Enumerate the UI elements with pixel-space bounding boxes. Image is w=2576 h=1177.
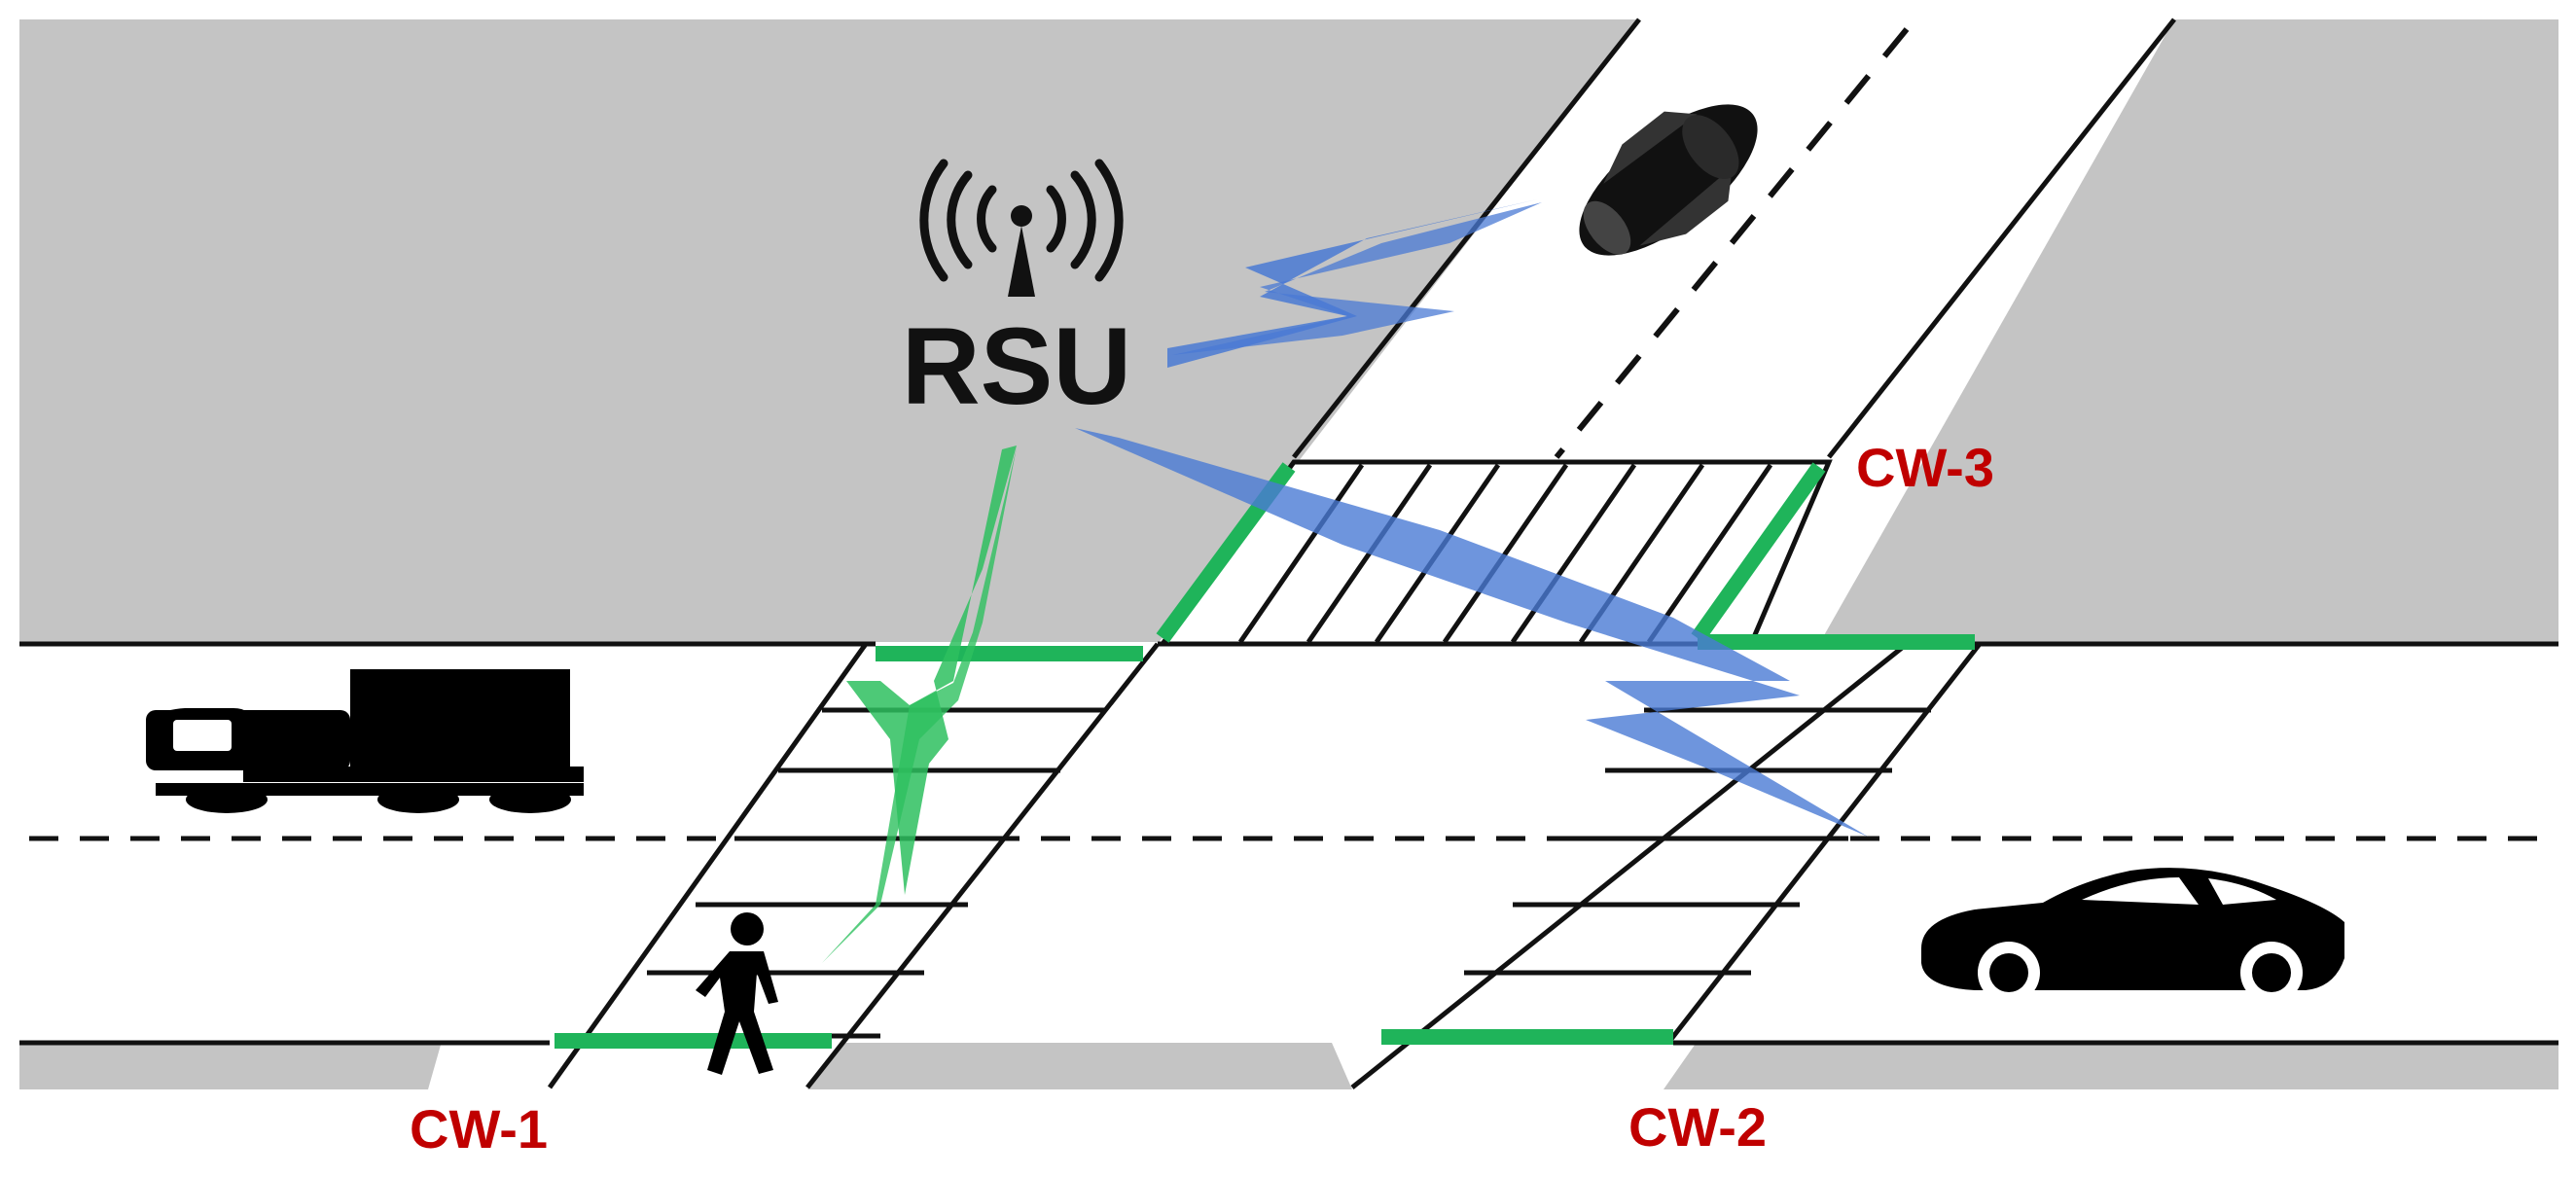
pedestrian-icon: [696, 912, 778, 1075]
zone-highlights: [555, 462, 1975, 1049]
rsu-label: RSU: [902, 305, 1131, 427]
ground-bottom-strip: [19, 1041, 2558, 1089]
antenna-icon: [919, 159, 1124, 297]
crossing-area-left: [428, 644, 1158, 1089]
sports-car-icon: [1921, 868, 2344, 1004]
cw3-label: CW-3: [1856, 437, 1994, 498]
v2p-signal-pedestrian-2: [822, 447, 1017, 963]
truck-icon: [146, 669, 584, 813]
v2v-signal-car-2: [1172, 202, 1542, 355]
car-icon: [1579, 104, 1758, 256]
cw2-label: CW-2: [1628, 1096, 1767, 1158]
v2p-signal-pedestrian: [846, 446, 1017, 895]
lane-divider-diagonal: [1554, 27, 1910, 459]
cw1-label: CW-1: [410, 1098, 548, 1159]
v2v-signal-crossing: [1075, 428, 1868, 837]
